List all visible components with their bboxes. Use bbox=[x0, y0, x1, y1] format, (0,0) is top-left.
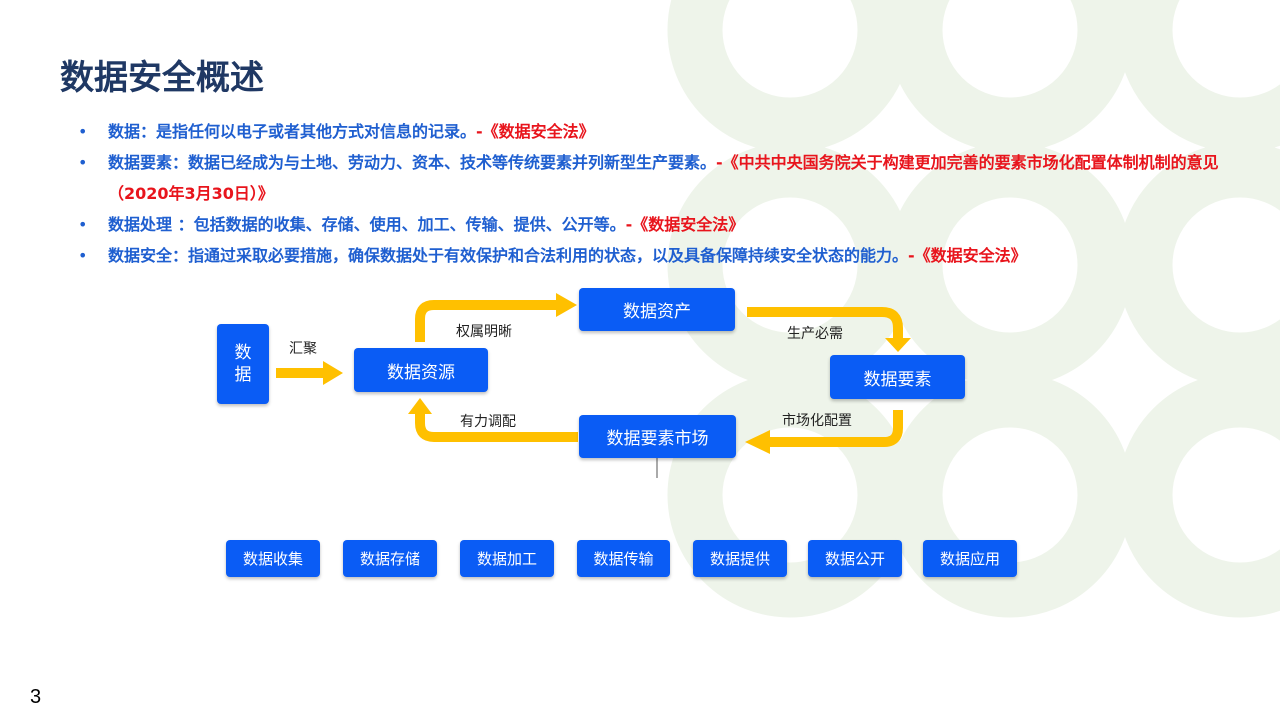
list-item: • 数据：是指任何以电子或者其他方式对信息的记录。-《数据安全法》 bbox=[78, 116, 1228, 147]
definition-text: 数据：是指任何以电子或者其他方式对信息的记录。 bbox=[108, 122, 477, 141]
list-item: • 数据处理 ：包括数据的收集、存储、使用、加工、传输、提供、公开等。-《数据安… bbox=[78, 209, 1228, 240]
definition-list: • 数据：是指任何以电子或者其他方式对信息的记录。-《数据安全法》 • 数据要素… bbox=[78, 116, 1228, 271]
ownership-label: 权属明晰 bbox=[456, 324, 512, 340]
bullet-marker: • bbox=[78, 215, 88, 234]
gather-label: 汇聚 bbox=[289, 341, 317, 357]
production-arrow-head bbox=[885, 338, 911, 352]
bullet-marker: • bbox=[78, 246, 88, 265]
definition-text: 数据安全：指通过采取必要措施，确保数据处于有效保护和合法利用的状态，以及具备保障… bbox=[108, 246, 909, 265]
stage-box: 数据加工 bbox=[460, 540, 554, 577]
allocate-arrow bbox=[415, 412, 578, 442]
ownership-arrow bbox=[415, 300, 558, 342]
data-char: 据 bbox=[234, 365, 252, 385]
stage-box: 数据收集 bbox=[226, 540, 320, 577]
data-box: 数 据 bbox=[217, 324, 269, 404]
data-asset-box: 数据资产 bbox=[579, 288, 735, 331]
market-arrow-head bbox=[745, 430, 770, 454]
allocate-label: 有力调配 bbox=[460, 414, 516, 430]
bullet-marker: • bbox=[78, 153, 88, 172]
data-char: 数 bbox=[234, 343, 252, 363]
list-item: • 数据安全：指通过采取必要措施，确保数据处于有效保护和合法利用的状态，以及具备… bbox=[78, 240, 1228, 271]
stage-box: 数据传输 bbox=[577, 540, 670, 577]
allocate-arrow-head bbox=[408, 398, 432, 414]
ownership-arrow-head bbox=[556, 293, 577, 317]
production-label: 生产必需 bbox=[787, 326, 843, 342]
bullet-marker: • bbox=[78, 122, 88, 141]
definition-reference: -《中共中央国务院关于构建更加完善的要素市场化配置体制机制的意见（2020年3月… bbox=[108, 153, 1219, 203]
stage-box: 数据提供 bbox=[693, 540, 787, 577]
definition-text: 数据要素：数据已经成为与土地、劳动力、资本、技术等传统要素并列新型生产要素。 bbox=[108, 153, 717, 172]
data-resource-box: 数据资源 bbox=[354, 348, 488, 392]
stage-box: 数据存储 bbox=[343, 540, 437, 577]
market-config-label: 市场化配置 bbox=[782, 413, 852, 429]
data-market-box: 数据要素市场 bbox=[579, 415, 736, 458]
definition-text: 数据处理 ：包括数据的收集、存储、使用、加工、传输、提供、公开等。 bbox=[108, 215, 626, 234]
page-title: 数据安全概述 bbox=[60, 58, 264, 98]
stage-box: 数据公开 bbox=[808, 540, 902, 577]
definition-reference: -《数据安全法》 bbox=[476, 122, 595, 141]
market-arrow bbox=[768, 410, 903, 447]
production-arrow bbox=[747, 307, 903, 340]
definition-reference: -《数据安全法》 bbox=[908, 246, 1027, 265]
gather-arrow-head bbox=[323, 361, 343, 385]
page-number: 3 bbox=[30, 686, 42, 708]
list-item: • 数据要素：数据已经成为与土地、劳动力、资本、技术等传统要素并列新型生产要素。… bbox=[78, 147, 1228, 209]
definition-reference: -《数据安全法》 bbox=[625, 215, 745, 234]
data-element-box: 数据要素 bbox=[830, 355, 965, 399]
stage-box: 数据应用 bbox=[923, 540, 1017, 577]
